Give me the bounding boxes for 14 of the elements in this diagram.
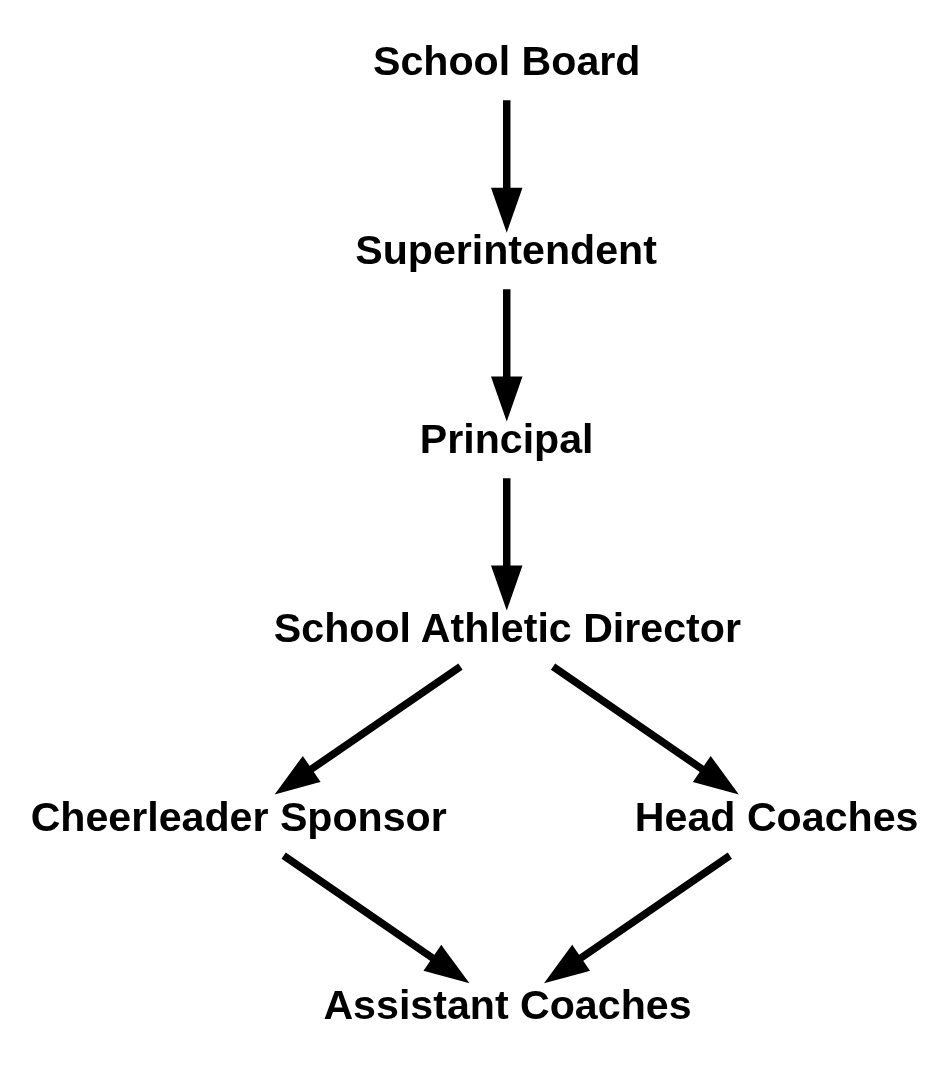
arrow <box>544 852 732 983</box>
node-text: School Athletic Director <box>273 604 741 651</box>
arrow <box>274 663 463 794</box>
node-text: Cheerleader Sponsor <box>30 793 447 840</box>
node-text: Principal <box>419 415 594 462</box>
arrow <box>491 477 523 611</box>
node-text: Head Coaches <box>634 793 919 840</box>
arrow <box>491 288 523 422</box>
arrow <box>550 663 739 794</box>
node-text: School Board <box>372 37 641 84</box>
arrow <box>281 852 470 983</box>
node-text: Superintendent <box>355 226 657 273</box>
arrow <box>491 99 523 233</box>
node-text: Assistant Coaches <box>323 981 692 1028</box>
